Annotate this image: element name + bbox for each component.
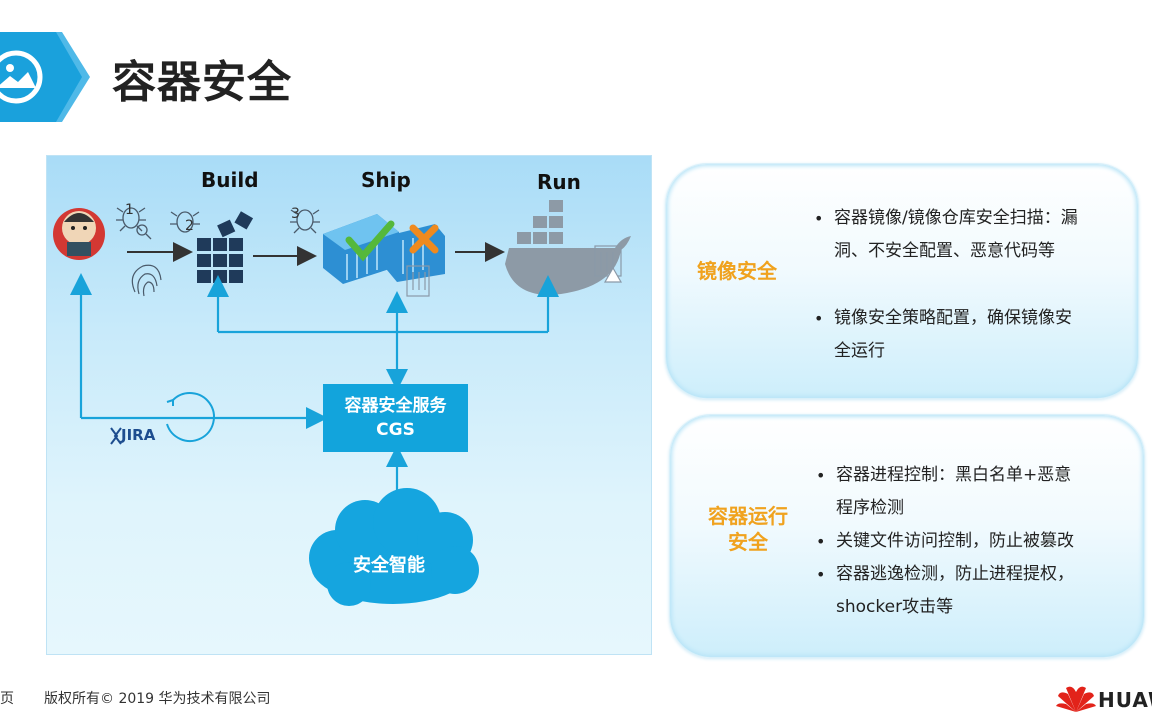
bug-icon bbox=[290, 209, 320, 234]
step-number: 3 bbox=[291, 206, 300, 222]
stage-ship: Ship bbox=[361, 168, 411, 192]
fingerprint-icon bbox=[131, 264, 162, 297]
bullet-item: 容器镜像/镜像仓库安全扫描：漏 洞、不安全配置、恶意代码等 bbox=[812, 202, 1122, 268]
jira-icon bbox=[110, 427, 122, 445]
copyright-text: 版权所有© 2019 华为技术有限公司 bbox=[44, 691, 271, 707]
section-badge bbox=[0, 32, 90, 122]
bullet-line: 容器进程控制：黑白名单+恶意 bbox=[836, 465, 1072, 485]
shipping-containers-icon bbox=[323, 214, 445, 284]
jira-label: JIRA bbox=[121, 426, 156, 444]
cross-icon bbox=[409, 224, 439, 254]
image-security-card: 镜像安全 容器镜像/镜像仓库安全扫描：漏 洞、不安全配置、恶意代码等 镜像安全策… bbox=[665, 163, 1139, 399]
bullet-item: 容器逃逸检测，防止进程提权， shocker攻击等 bbox=[814, 558, 1124, 624]
bullet-line: 容器镜像/镜像仓库安全扫描：漏 bbox=[834, 208, 1078, 228]
bullet-item: 关键文件访问控制，防止被篡改 bbox=[814, 525, 1124, 558]
bullet-line: 关键文件访问控制，防止被篡改 bbox=[836, 531, 1074, 551]
scan-doc-icon bbox=[406, 265, 430, 297]
jenkins-icon bbox=[53, 208, 105, 260]
stage-run: Run bbox=[537, 170, 581, 194]
bullet-item: 镜像安全策略配置，确保镜像安 全运行 bbox=[812, 302, 1122, 368]
card-title: 镜像安全 bbox=[692, 258, 782, 284]
security-intelligence-label: 安全智能 bbox=[353, 555, 425, 576]
cgs-abbrev: CGS bbox=[376, 420, 415, 440]
bullet-item: 容器进程控制：黑白名单+恶意 程序检测 bbox=[814, 459, 1124, 525]
brand-name: HUAW bbox=[1098, 688, 1152, 712]
container-security-diagram: 1 2 3 bbox=[46, 155, 652, 655]
bullet-line: 容器逃逸检测，防止进程提权， bbox=[836, 564, 1074, 584]
card-title-line: 容器运行 bbox=[708, 504, 788, 528]
runtime-security-card: 容器运行 安全 容器进程控制：黑白名单+恶意 程序检测 关键文件访问控制，防止被… bbox=[669, 414, 1145, 658]
card-title-line: 安全 bbox=[728, 530, 768, 554]
bug-icon bbox=[170, 211, 200, 233]
scan-doc-icon bbox=[594, 245, 623, 283]
step-number: 2 bbox=[185, 218, 194, 234]
build-blocks-icon bbox=[197, 211, 254, 283]
bullet-line: 程序检测 bbox=[836, 498, 904, 518]
card-title: 容器运行 安全 bbox=[696, 503, 800, 555]
bullet-line: shocker攻击等 bbox=[836, 597, 954, 617]
bug-icon bbox=[116, 207, 152, 240]
bullet-list: 容器镜像/镜像仓库安全扫描：漏 洞、不安全配置、恶意代码等 镜像安全策略配置，确… bbox=[812, 202, 1122, 368]
stage-build: Build bbox=[201, 168, 259, 192]
step-number: 1 bbox=[125, 202, 134, 218]
bullet-line: 洞、不安全配置、恶意代码等 bbox=[834, 241, 1055, 261]
cgs-title: 容器安全服务 bbox=[344, 396, 447, 416]
security-cloud-icon bbox=[309, 488, 479, 606]
bullet-line: 镜像安全策略配置，确保镜像安 bbox=[834, 308, 1072, 328]
huawei-flower-icon bbox=[1056, 686, 1096, 712]
sync-icon bbox=[166, 392, 215, 442]
bullet-line: 全运行 bbox=[834, 341, 885, 361]
bullet-list: 容器进程控制：黑白名单+恶意 程序检测 关键文件访问控制，防止被篡改 容器逃逸检… bbox=[814, 459, 1124, 624]
card-title-line: 镜像安全 bbox=[697, 259, 777, 283]
check-icon bbox=[345, 220, 395, 262]
huawei-logo: HUAW bbox=[1056, 682, 1152, 716]
image-icon bbox=[0, 50, 43, 104]
page-number-fragment: 页 bbox=[0, 691, 14, 707]
docker-whale-icon bbox=[505, 200, 631, 295]
cgs-service-box: 容器安全服务 CGS bbox=[323, 384, 468, 452]
page-title: 容器安全 bbox=[112, 57, 292, 108]
